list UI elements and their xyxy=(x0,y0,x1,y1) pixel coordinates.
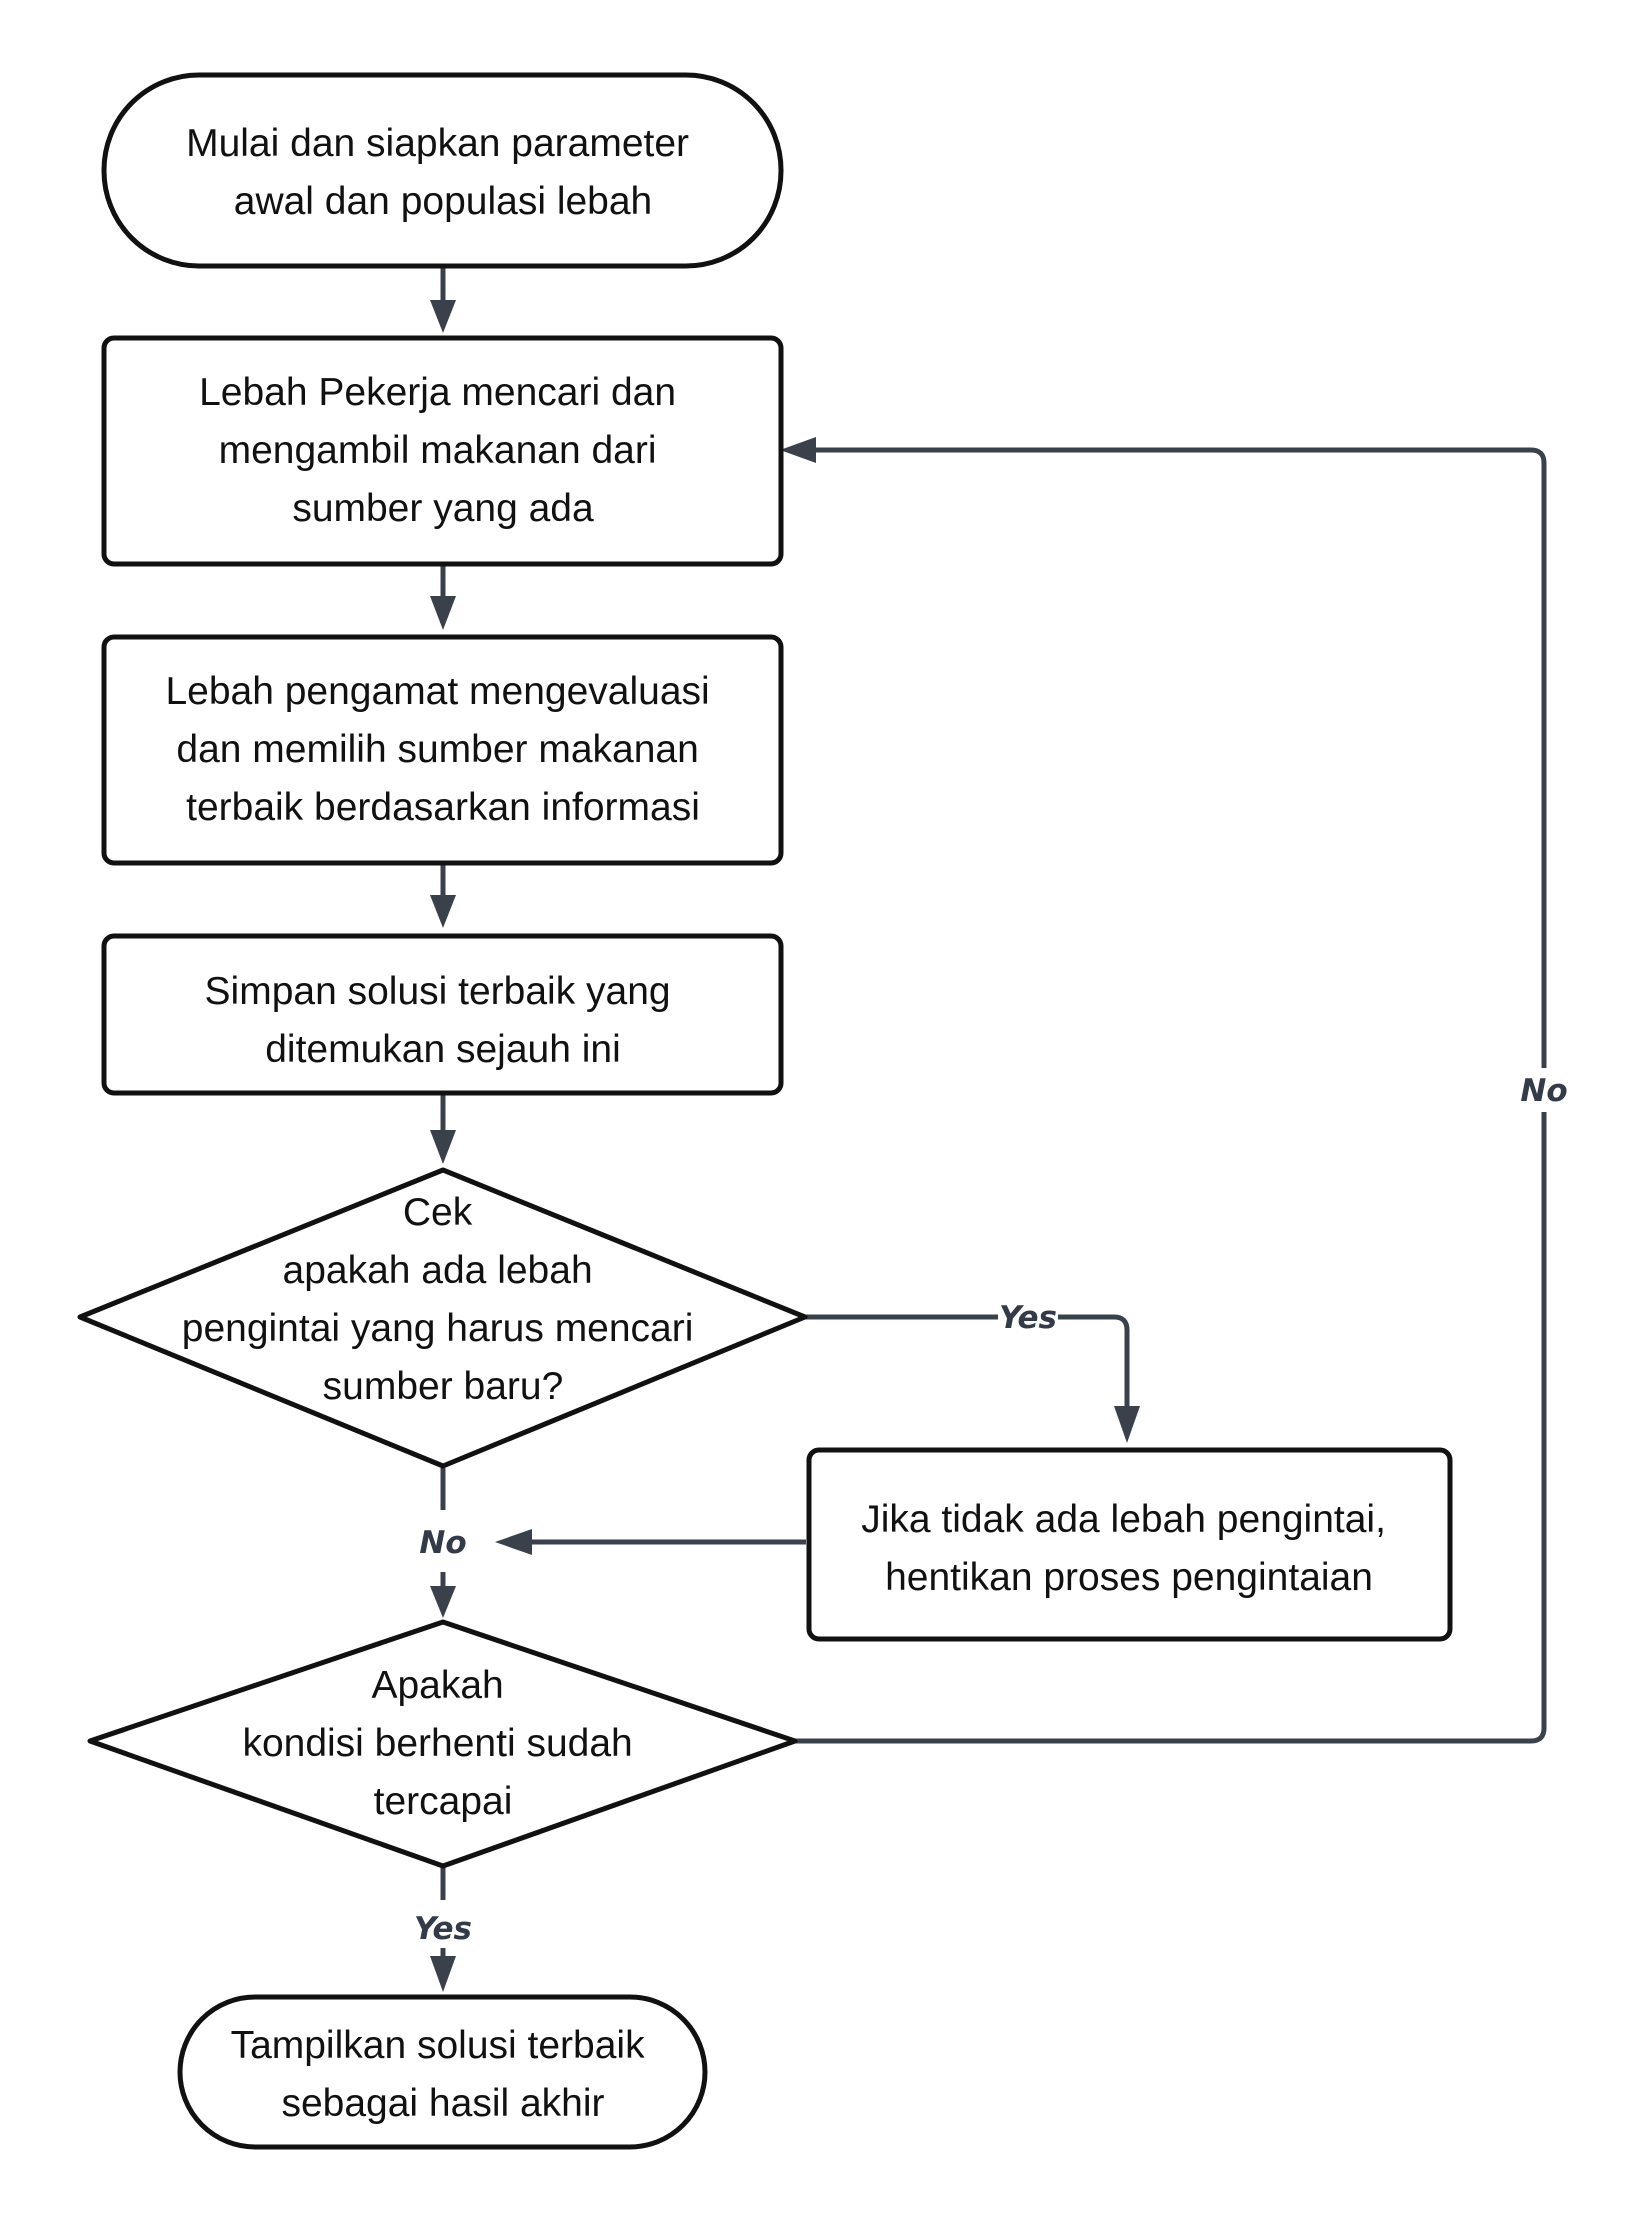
node-onlooker-bees: Lebah pengamat mengevaluasi dan memilih … xyxy=(101,634,784,866)
node-check-stop-line-3: tercapai xyxy=(374,1780,513,1823)
node-onlooker-line-1: Lebah pengamat mengevaluasi xyxy=(165,670,709,713)
edge-label-stop-yes: Yes xyxy=(414,1911,472,1947)
edge-check-scout-yes: Yes xyxy=(802,1299,1140,1443)
edge-onlooker-to-save xyxy=(430,864,456,928)
svg-text:Simpan solusi terbaik yang: Simpan solusi terbaik yang ditemukan sej… xyxy=(205,970,682,1071)
node-end: Tampilkan solusi terbaik sebagai hasil a… xyxy=(177,1994,708,2150)
node-check-scout-line-3: pengintai yang harus mencari xyxy=(182,1307,694,1350)
edge-save-to-check-scout xyxy=(430,1094,456,1164)
edge-check-stop-yes: Yes xyxy=(414,1866,472,1992)
node-start-line-1: Mulai dan siapkan parameter xyxy=(186,122,689,165)
node-end-line-1: Tampilkan solusi terbaik xyxy=(231,2024,646,2067)
node-check-scout-line-2: apakah ada lebah xyxy=(283,1249,593,1292)
node-check-stop-line-2: kondisi berhenti sudah xyxy=(242,1722,632,1765)
node-stop-scouting-line-1: Jika tidak ada lebah pengintai, xyxy=(861,1498,1386,1541)
svg-text:Jika tidak ada lebah pengintai: Jika tidak ada lebah pengintai, hentikan… xyxy=(861,1498,1397,1599)
node-check-stop: Apakah kondisi berhenti sudah tercapai xyxy=(87,1619,798,1869)
svg-text:Tampilkan solusi terbaik: Tampilkan solusi terbaik sebagai hasil a… xyxy=(231,2024,656,2125)
edge-stop-scouting-to-merge xyxy=(495,1529,806,1555)
svg-text:Apakah kondisi berhenti: Apakah kondisi berhenti sudah tercapai xyxy=(242,1664,643,1823)
edge-label-scout-yes: Yes xyxy=(999,1300,1057,1336)
edges: Yes No No Yes xyxy=(414,268,1576,1992)
node-start: Mulai dan siapkan parameter awal dan pop… xyxy=(101,72,784,269)
node-check-scout-line-4: sumber baru? xyxy=(323,1365,564,1408)
node-stop-scouting-line-2: hentikan proses pengintaian xyxy=(885,1556,1373,1599)
edge-label-stop-no: No xyxy=(1520,1073,1567,1109)
node-worker-line-1: Lebah Pekerja mencari dan xyxy=(199,371,676,414)
svg-text:Cek apakah ada lebah: Cek apakah ada lebah pengintai yang haru… xyxy=(182,1191,705,1408)
node-stop-scouting: Jika tidak ada lebah pengintai, hentikan… xyxy=(806,1447,1453,1642)
node-start-line-2: awal dan populasi lebah xyxy=(234,180,653,223)
edge-label-scout-no: No xyxy=(419,1525,466,1561)
node-save-line-2: ditemukan sejauh ini xyxy=(265,1028,621,1071)
node-check-scout-line-1: Cek xyxy=(403,1191,473,1234)
node-check-scout: Cek apakah ada lebah pengintai yang haru… xyxy=(77,1167,808,1469)
edge-start-to-worker xyxy=(430,268,456,333)
node-save-best: Simpan solusi terbaik yang ditemukan sej… xyxy=(101,933,784,1096)
edge-check-stop-no-loop: No xyxy=(780,437,1576,1744)
node-worker-line-2: mengambil makanan dari xyxy=(219,429,657,472)
svg-text:Lebah pengamat mengevaluasi: Lebah pengamat mengevaluasi dan memilih … xyxy=(165,670,720,829)
svg-text:Mulai dan siapkan parameter: Mulai dan siapkan parameter awal dan pop… xyxy=(186,122,700,223)
node-save-line-1: Simpan solusi terbaik yang xyxy=(205,970,671,1013)
edge-worker-to-onlooker xyxy=(430,566,456,630)
svg-text:Lebah Pekerja mencari dan: Lebah Pekerja mencari dan mengambil maka… xyxy=(199,371,687,530)
node-worker-bees: Lebah Pekerja mencari dan mengambil maka… xyxy=(101,335,784,567)
node-onlooker-line-3: terbaik berdasarkan informasi xyxy=(186,786,700,829)
node-end-line-2: sebagai hasil akhir xyxy=(281,2082,604,2125)
node-worker-line-3: sumber yang ada xyxy=(292,487,594,530)
edge-check-scout-no: No xyxy=(419,1468,467,1618)
node-check-stop-line-1: Apakah xyxy=(371,1664,503,1707)
node-onlooker-line-2: dan memilih sumber makanan xyxy=(176,728,698,771)
